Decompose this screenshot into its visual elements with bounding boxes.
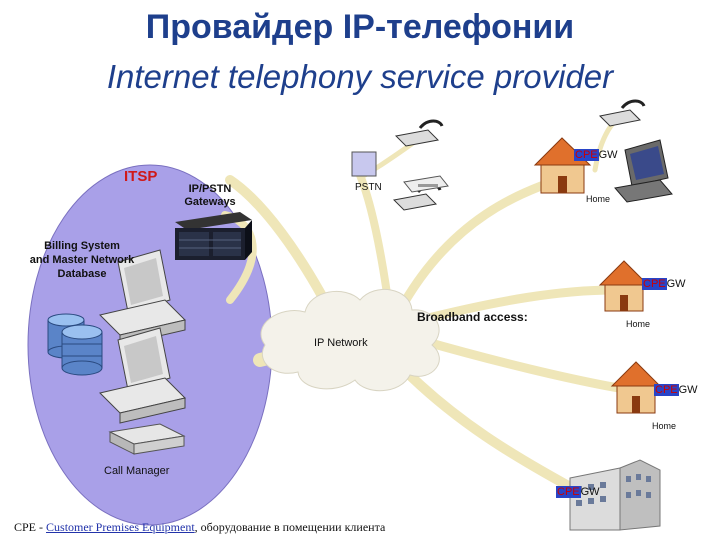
footer-link[interactable]: Customer Premises Equipment	[46, 520, 195, 534]
itsp-label: ITSP	[124, 168, 158, 185]
broadband-label: Broadband access:	[417, 310, 528, 324]
phone-icon	[598, 99, 646, 127]
call-manager-label: Call Manager	[104, 465, 170, 477]
phone-icon	[394, 119, 444, 147]
cpe-box: CPE	[654, 384, 679, 396]
ip-network-cloud	[260, 288, 440, 392]
title-ru: Провайдер IP-телефонии	[145, 8, 575, 46]
pstn-switch-icon	[351, 151, 377, 177]
home-label: Home	[626, 319, 651, 329]
home-label: Home	[652, 421, 677, 431]
footer-suffix: , оборудование в помещении клиента	[194, 520, 386, 534]
gw-label: GW	[580, 486, 600, 498]
home-label: Home	[586, 194, 611, 204]
computer-icon	[614, 139, 673, 203]
database-icon	[61, 324, 103, 376]
home-icon	[598, 260, 650, 312]
gw-label: GW	[678, 384, 698, 396]
cpe-box: CPE	[642, 278, 667, 290]
footer-note: CPE - Customer Premises Equipment, обору…	[14, 520, 385, 535]
pstn-label: PSTN	[355, 182, 382, 193]
cpe-gw-tag: CPEGW	[654, 380, 698, 398]
gateway-server-icon	[175, 212, 252, 260]
cpe-gw-tag: CPEGW	[556, 482, 600, 500]
cpe-gw-tag: CPEGW	[642, 274, 686, 292]
call-manager-device-icon	[108, 423, 186, 455]
ip-network-label: IP Network	[314, 337, 368, 349]
fax-icon	[403, 175, 449, 193]
gw-label: GW	[598, 149, 618, 161]
footer-prefix: CPE -	[14, 520, 47, 534]
gateways-label: IP/PSTN Gateways	[184, 183, 236, 208]
gw-label: GW	[666, 278, 686, 290]
cpe-gw-tag: CPEGW	[574, 145, 618, 163]
billing-workstation-icon	[99, 327, 186, 424]
billing-label: Billing System and Master Network Databa…	[29, 240, 135, 280]
title-en: Internet telephony service provider	[106, 58, 614, 95]
cpe-box: CPE	[556, 486, 581, 498]
cpe-box: CPE	[574, 149, 599, 161]
home-icon	[610, 361, 662, 414]
